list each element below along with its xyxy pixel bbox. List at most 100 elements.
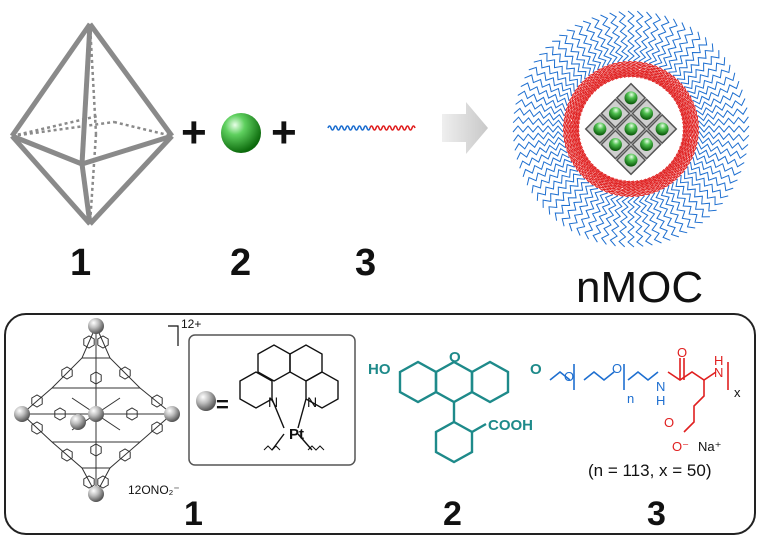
peg-chain bbox=[618, 196, 629, 248]
ring bbox=[90, 443, 102, 457]
peg-chain bbox=[698, 125, 750, 133]
pga-chain bbox=[571, 152, 589, 168]
pga-chain bbox=[626, 60, 636, 78]
peg-chain bbox=[576, 190, 603, 236]
peg-chain bbox=[627, 196, 635, 248]
ring bbox=[31, 394, 43, 408]
peg-chain bbox=[542, 173, 582, 208]
pga-chain bbox=[643, 62, 657, 80]
peg-chain bbox=[659, 22, 686, 68]
loaded-sphere bbox=[608, 138, 622, 152]
pt-atom: Pt bbox=[289, 426, 304, 443]
peg-chain bbox=[522, 153, 570, 178]
pt-corner-ball bbox=[70, 414, 86, 430]
peg-chain bbox=[694, 152, 742, 176]
pga-chain bbox=[677, 99, 695, 114]
peg-chain bbox=[512, 125, 564, 133]
pga-chain bbox=[568, 94, 586, 109]
pga-acid-o: O bbox=[664, 415, 675, 430]
fluorescein-structure-icon bbox=[398, 360, 510, 464]
peg-chain bbox=[696, 98, 746, 116]
fluor-ring-o: O bbox=[449, 349, 461, 366]
ring bbox=[151, 394, 163, 408]
pga-chain bbox=[658, 168, 674, 186]
peg-chain bbox=[687, 64, 731, 95]
peg-chain bbox=[690, 72, 736, 100]
pga-chain bbox=[682, 128, 700, 140]
peg-chain bbox=[696, 147, 745, 168]
ring bbox=[119, 448, 131, 462]
pga-chain bbox=[668, 160, 685, 176]
pga-nh: N bbox=[714, 365, 724, 380]
pt-corner-box bbox=[188, 334, 356, 466]
peg-chain bbox=[655, 190, 680, 238]
peg-chain bbox=[665, 185, 696, 229]
pga-chain bbox=[658, 71, 675, 89]
pga-chain bbox=[679, 104, 696, 118]
pga-chain bbox=[601, 65, 616, 83]
pga-chain bbox=[668, 82, 685, 99]
pga-chain bbox=[665, 163, 682, 180]
pga-chain bbox=[665, 78, 682, 95]
peg-chain bbox=[592, 194, 613, 243]
peg-chain bbox=[684, 57, 726, 90]
pga-chain bbox=[592, 69, 608, 87]
pga-chain bbox=[681, 113, 699, 126]
peg-chain bbox=[513, 130, 564, 142]
pga-chain bbox=[580, 163, 597, 180]
equals-sign: = bbox=[216, 392, 229, 417]
peg-chain bbox=[582, 20, 607, 68]
peg-chain bbox=[638, 11, 653, 62]
loaded-sphere bbox=[640, 138, 654, 152]
pga-chain bbox=[620, 180, 632, 198]
ring bbox=[151, 421, 163, 435]
loaded-sphere bbox=[624, 122, 638, 136]
label-cage-1: 1 bbox=[70, 242, 92, 284]
ring bbox=[54, 407, 66, 421]
fluor-carbonyl-o: O bbox=[530, 361, 542, 378]
peg-chain bbox=[692, 157, 738, 184]
cage-structure-icon bbox=[14, 318, 180, 502]
pga-chain bbox=[670, 86, 688, 102]
pga-chain bbox=[661, 166, 678, 183]
pga-chain bbox=[615, 180, 628, 198]
pga-chain bbox=[680, 109, 697, 122]
pga-chain bbox=[682, 132, 700, 145]
peg-nh: N bbox=[656, 379, 666, 394]
loaded-sphere bbox=[624, 91, 638, 105]
bottom-label-1: 1 bbox=[184, 495, 203, 533]
plus-sign-1: + bbox=[181, 108, 207, 157]
label-polymer-3: 3 bbox=[355, 242, 377, 284]
peg-repeat-n: n bbox=[627, 391, 635, 406]
pga-chain bbox=[563, 132, 581, 145]
pga-chain bbox=[650, 173, 665, 191]
pga-chain bbox=[620, 60, 632, 78]
pga-chain bbox=[562, 124, 580, 134]
counter-ion: 12ONO₂⁻ bbox=[128, 483, 180, 497]
loaded-sphere bbox=[593, 122, 607, 136]
ring bbox=[97, 475, 109, 489]
ring bbox=[61, 366, 73, 380]
pga-chain bbox=[638, 178, 651, 195]
peg-chain bbox=[633, 10, 644, 62]
peg-chain bbox=[690, 161, 734, 192]
peg-chain bbox=[609, 12, 624, 63]
pga-chain bbox=[655, 69, 670, 86]
pga-o-minus: O⁻ bbox=[672, 439, 689, 454]
peg-chain bbox=[672, 37, 708, 76]
peg-chain bbox=[554, 182, 590, 221]
pga-chain bbox=[573, 85, 591, 102]
bottom-label-2: 2 bbox=[443, 495, 462, 533]
peg-chain bbox=[559, 34, 592, 76]
pt-corner-ball bbox=[14, 406, 30, 422]
pga-chain bbox=[569, 148, 587, 163]
sodium-ion: Na⁺ bbox=[698, 439, 722, 454]
pga-chain bbox=[566, 140, 583, 154]
pga-carbonyl-o: O bbox=[677, 345, 688, 360]
cage-charge: 12+ bbox=[181, 317, 202, 331]
plus-sign-2: + bbox=[271, 108, 297, 157]
peg-chain bbox=[536, 168, 578, 201]
pga-chain bbox=[577, 159, 594, 176]
pga-repeat-x: x bbox=[734, 385, 741, 400]
peg-chain bbox=[679, 174, 717, 212]
